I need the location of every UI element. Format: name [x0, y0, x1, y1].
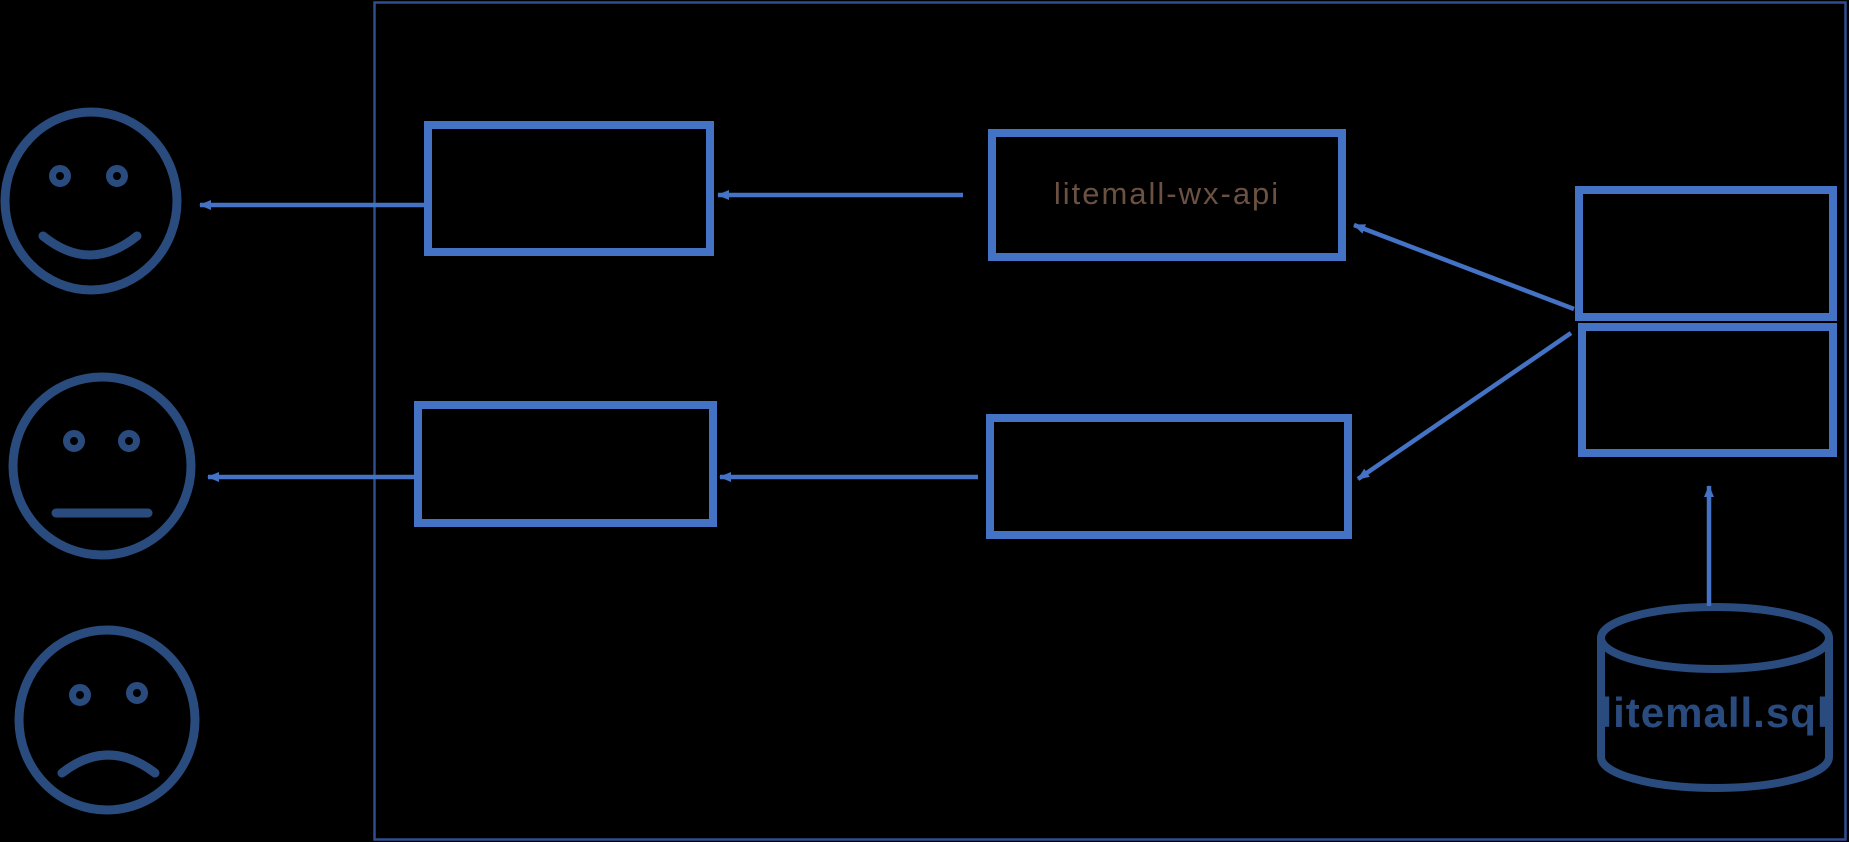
box-top-left [424, 121, 714, 256]
neutral-face-right-eye [118, 430, 140, 452]
box-right-bottom [1578, 323, 1837, 457]
sad-face-outline [14, 625, 200, 815]
database-label: litemall.sql [1600, 689, 1829, 736]
sad-face-frown [57, 750, 160, 778]
system-boundary-frame [373, 1, 1847, 841]
box-middle-bottom [986, 414, 1352, 539]
database-top-ellipse [1597, 603, 1833, 673]
neutral-face-outline [8, 372, 196, 560]
box-litemall-wx-api [988, 129, 1346, 261]
box-middle-left [414, 401, 717, 527]
happy-face-left-eye [49, 165, 71, 187]
sad-face-right-eye [126, 682, 148, 704]
database-body [1597, 638, 1833, 792]
database-icon [1597, 603, 1833, 792]
neutral-face-left-eye [63, 430, 85, 452]
happy-face-icon [0, 107, 182, 295]
happy-face-outline [0, 107, 182, 295]
sad-face-icon [14, 625, 200, 815]
happy-face-right-eye [106, 165, 128, 187]
box-right-top [1575, 186, 1837, 321]
arrow-righttop-to-wxapi-box [1353, 222, 1575, 312]
neutral-face-icon [8, 372, 196, 560]
happy-face-smile [38, 231, 142, 260]
wx-api-label: litemall-wx-api [1054, 176, 1280, 211]
sad-face-left-eye [69, 684, 91, 706]
arrow-righttop-to-middlebottom-box [1356, 331, 1573, 481]
